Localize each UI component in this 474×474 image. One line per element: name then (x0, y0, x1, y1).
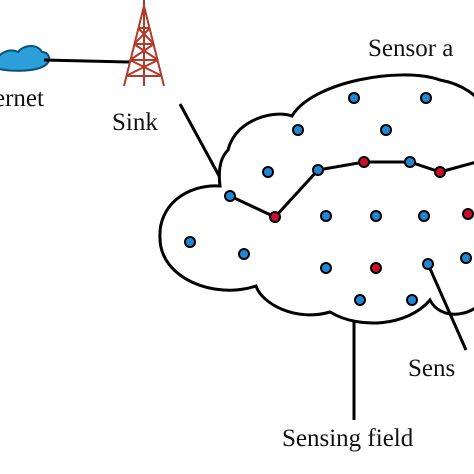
sensor-node (460, 252, 472, 264)
sensor-area-label: Sensor a (368, 35, 454, 62)
sink-label: Sink (112, 109, 158, 136)
sensor-node (348, 92, 360, 104)
relay-node (462, 208, 474, 220)
sensor-node (380, 124, 392, 136)
sensor-node (312, 164, 324, 176)
internet-cloud-icon (0, 45, 50, 72)
sensor-node (420, 92, 432, 104)
sensor-node (184, 236, 196, 248)
sensor-node (354, 294, 366, 306)
sensor-node (404, 156, 416, 168)
sensor-node (422, 258, 434, 270)
sensor-node-label: Sens (408, 355, 456, 382)
sink-tower-icon (123, 0, 165, 87)
sensing-field-label: Sensing field (282, 425, 414, 452)
relay-node (434, 166, 446, 178)
sensor-nodes (184, 92, 474, 306)
sensor-field-cloud (158, 73, 474, 325)
internet-label: ernet (0, 85, 44, 112)
sensor-node (262, 166, 274, 178)
relay-node (370, 262, 382, 274)
relay-node (358, 156, 370, 168)
sensor-node (238, 248, 250, 260)
sensor-node (320, 262, 332, 274)
sensor-node-pointer (426, 263, 468, 351)
sensor-node (370, 210, 382, 222)
sensor-node (292, 124, 304, 136)
internet-sink-link (43, 58, 131, 64)
sensor-node (406, 294, 418, 306)
sensor-node (418, 210, 430, 222)
gateway-node (224, 190, 236, 202)
relay-node (269, 211, 281, 223)
sensor-node (320, 210, 332, 222)
